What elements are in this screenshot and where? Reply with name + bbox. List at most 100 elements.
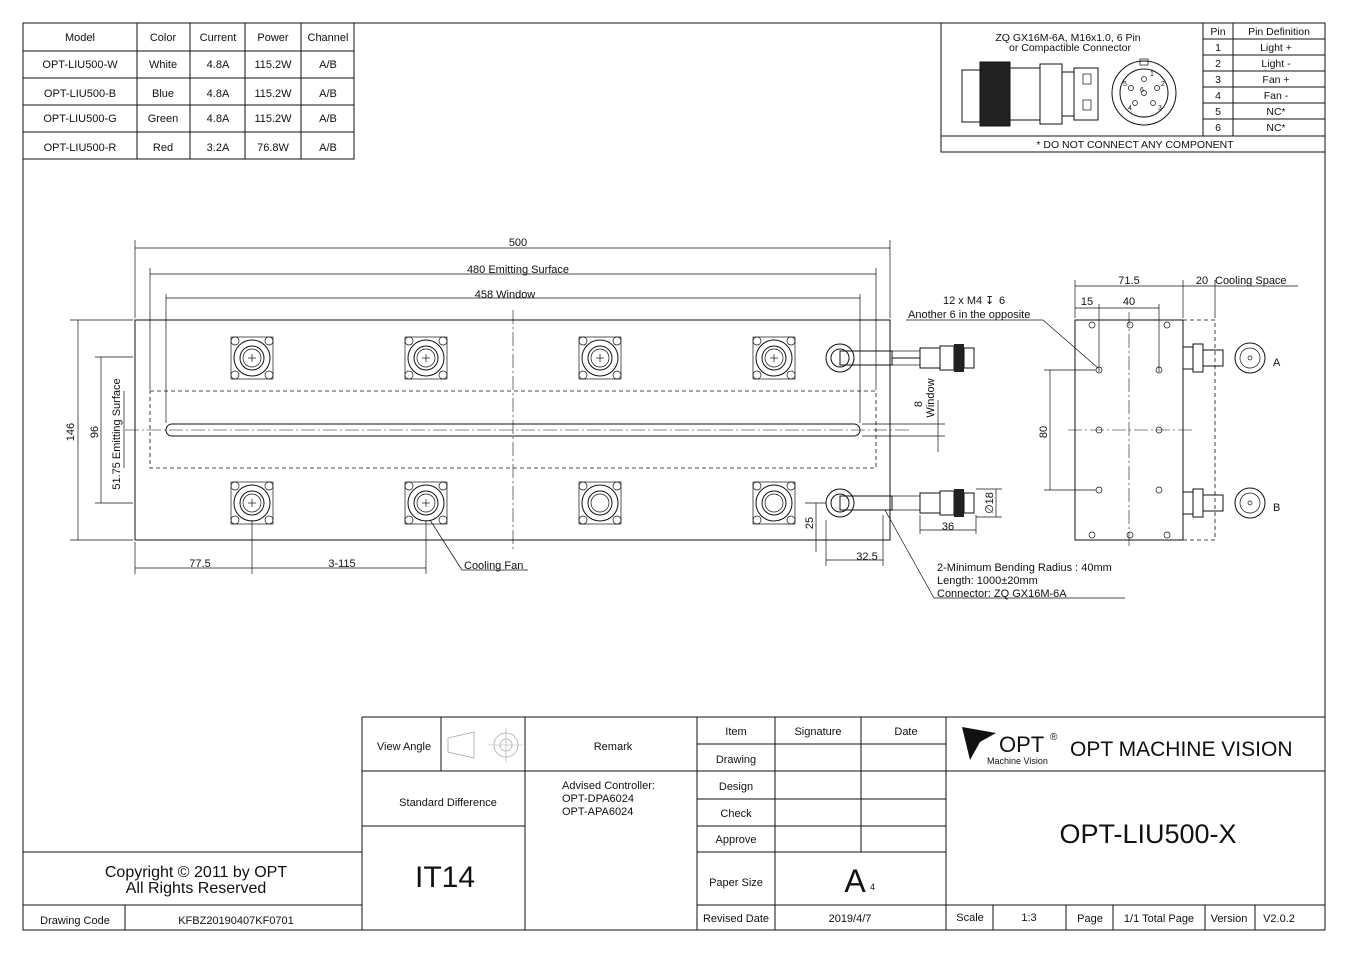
dim-3-115: 3-115: [328, 558, 355, 570]
spec-cell: Green: [148, 113, 179, 125]
dim-71-5: 71.5: [1118, 275, 1139, 287]
cooling-fan-icon: [230, 481, 274, 525]
spec-cell: OPT-LIU500-G: [43, 113, 116, 125]
check-row-label: Check: [720, 808, 752, 820]
dimension-emitting-length: 480 Emitting Surface: [149, 264, 877, 390]
connector-info-box: ZQ GX16M-6A, M16x1.0, 6 Pin or Compactib…: [940, 22, 1326, 153]
dim-32-5: 32.5: [856, 551, 877, 563]
pin-definition: NC*: [1266, 106, 1285, 118]
paper-size-value: A: [844, 863, 866, 899]
face-pin-label: 3: [1158, 105, 1162, 112]
dim-window-label: Window: [925, 378, 937, 417]
side-connector-a: [1182, 342, 1266, 374]
dimension-window-length: 458 Window: [165, 289, 861, 423]
spec-header-current: Current: [200, 32, 237, 44]
cooling-fan-label: Cooling Fan: [464, 560, 523, 572]
pin-number: 5: [1215, 106, 1221, 118]
cable-note: 2-Minimum Bending Radius : 40mm Length: …: [884, 509, 1125, 600]
spec-cell: A/B: [319, 88, 337, 100]
title-block: View Angle Remark Standard Difference Ad…: [23, 716, 1325, 930]
dim-25: 25: [804, 517, 816, 529]
dimension-emitting-surface-height: 51.75 Emitting Surface: [111, 378, 125, 490]
cooling-fan-icon: [752, 481, 796, 525]
cooling-fan-icon: [230, 336, 274, 380]
scale-label: Scale: [956, 912, 984, 924]
controller-2: OPT-APA6024: [562, 806, 633, 818]
thread-depth: 6: [999, 295, 1005, 307]
spec-cell: 115.2W: [254, 113, 292, 125]
cooling-fan-icon: [578, 481, 622, 525]
face-pin-label: 5: [1123, 81, 1127, 88]
dimension-height: 146: [65, 319, 133, 541]
item-header: Item: [725, 726, 746, 738]
spec-cell: Blue: [152, 88, 174, 100]
product-code: OPT-LIU500-X: [1059, 819, 1236, 849]
pin-definition: Fan +: [1262, 74, 1289, 86]
spec-cell: 3.2A: [207, 142, 230, 154]
spec-cell: A/B: [319, 113, 337, 125]
spec-cell: 4.8A: [207, 113, 230, 125]
cooling-fan-icon: [404, 481, 448, 525]
dim-40: 40: [1123, 296, 1135, 308]
dimension-fan-offset: 77.5 3-115: [134, 520, 427, 574]
dimension-window-width: 8 Window: [862, 378, 945, 452]
cooling-fan-icon: [404, 336, 448, 380]
cooling-fan-icon: [578, 336, 622, 380]
date-header: Date: [894, 726, 917, 738]
channel-a-label: A: [1273, 357, 1281, 369]
version-value: V2.0.2: [1263, 913, 1295, 925]
logo-reg: ®: [1050, 732, 1058, 743]
advised-controller-label: Advised Controller:: [562, 780, 655, 792]
drawing-code-label: Drawing Code: [40, 915, 110, 927]
face-pin-label: 6: [1140, 87, 1144, 94]
page-value: 1/1 Total Page: [1124, 913, 1194, 925]
dimension-emitting-height: 96: [89, 356, 133, 504]
cooling-fan-row: [230, 336, 796, 525]
thread-note-label: Another 6 in the opposite: [908, 309, 1030, 321]
side-holes: [1088, 321, 1171, 539]
spec-header-channel: Channel: [308, 32, 349, 44]
dim-8: 8: [913, 401, 925, 407]
drawing-row-label: Drawing: [716, 754, 756, 766]
spec-cell: 4.8A: [207, 88, 230, 100]
spec-table: Model Color Current Power Channel OPT-LI…: [22, 22, 355, 160]
projection-symbol-icon: [447, 728, 523, 762]
scale-value: 1:3: [1021, 912, 1036, 924]
paper-size-sub: 4: [870, 882, 875, 892]
pin-number: 6: [1215, 122, 1221, 134]
dim-480: 480 Emitting Surface: [467, 264, 569, 276]
cable-gland-top: [825, 343, 975, 373]
spec-cell: 115.2W: [254, 59, 292, 71]
face-pin-label: 1: [1150, 71, 1154, 78]
cable-note-3: Connector: ZQ GX16M-6A: [937, 588, 1067, 600]
dim-458: 458 Window: [475, 289, 536, 301]
spec-header-color: Color: [150, 32, 177, 44]
drawing-code-value: KFBZ20190407KF0701: [178, 915, 294, 927]
revised-date-label: Revised Date: [703, 913, 769, 925]
pin-definition: Light -: [1261, 58, 1291, 70]
pin-number: 1: [1215, 42, 1221, 54]
cooling-space-label: Cooling Space: [1215, 275, 1287, 287]
remark-label: Remark: [594, 741, 633, 753]
dim-146: 146: [65, 423, 77, 441]
version-label: Version: [1211, 913, 1248, 925]
spec-cell: OPT-LIU500-R: [44, 142, 117, 154]
copyright-line-1: Copyright © 2011 by OPT: [105, 864, 287, 881]
thread-depth-symbol: ↧: [985, 295, 994, 307]
spec-cell: 115.2W: [254, 88, 292, 100]
opt-logo: OPT ® Machine Vision: [962, 727, 1058, 766]
dimension-overall-length: 500: [134, 237, 891, 318]
copyright-line-2: All Rights Reserved: [126, 880, 267, 897]
dim-dia-18: ∅18: [984, 492, 996, 514]
cooling-fan-callout: Cooling Fan: [429, 519, 528, 572]
cable-note-2: Length: 1000±20mm: [937, 575, 1038, 587]
spec-header-power: Power: [257, 32, 289, 44]
dimension-cable: 36 ∅18: [919, 488, 1002, 534]
spec-cell: A/B: [319, 59, 337, 71]
dim-500: 500: [509, 237, 527, 249]
pin-definition: Light +: [1260, 42, 1292, 54]
logo-text: OPT: [999, 732, 1044, 757]
spec-cell: 4.8A: [207, 59, 230, 71]
thread-label: 12 x M4: [943, 295, 982, 307]
dim-20: 20: [1196, 275, 1208, 287]
